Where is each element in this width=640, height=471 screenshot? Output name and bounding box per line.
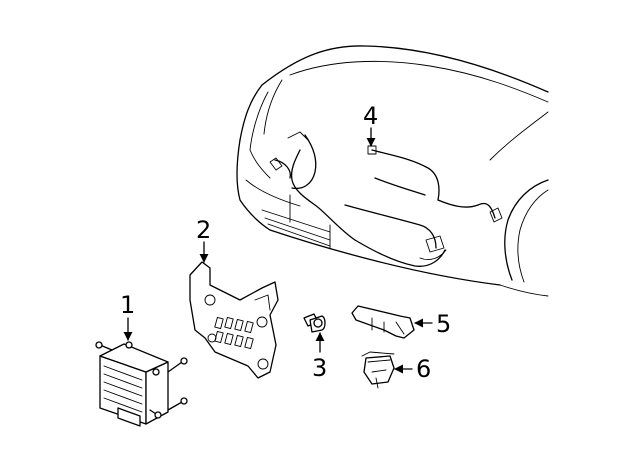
callout-label-1: 1 (120, 291, 135, 319)
sensor-module (95, 341, 188, 427)
callout-label-2: 2 (196, 216, 211, 244)
callout-label-6: 6 (416, 355, 431, 383)
callout-label-5: 5 (436, 310, 451, 338)
sensor-connector (351, 305, 415, 339)
mounting-bracket (189, 261, 279, 379)
bolt-nut (303, 313, 326, 333)
wiring-harness (269, 131, 503, 267)
callout-label-3: 3 (312, 354, 327, 382)
retaining-clip (361, 351, 395, 389)
callout-label-4: 4 (363, 102, 378, 130)
vehicle-front-outline (236, 45, 549, 297)
